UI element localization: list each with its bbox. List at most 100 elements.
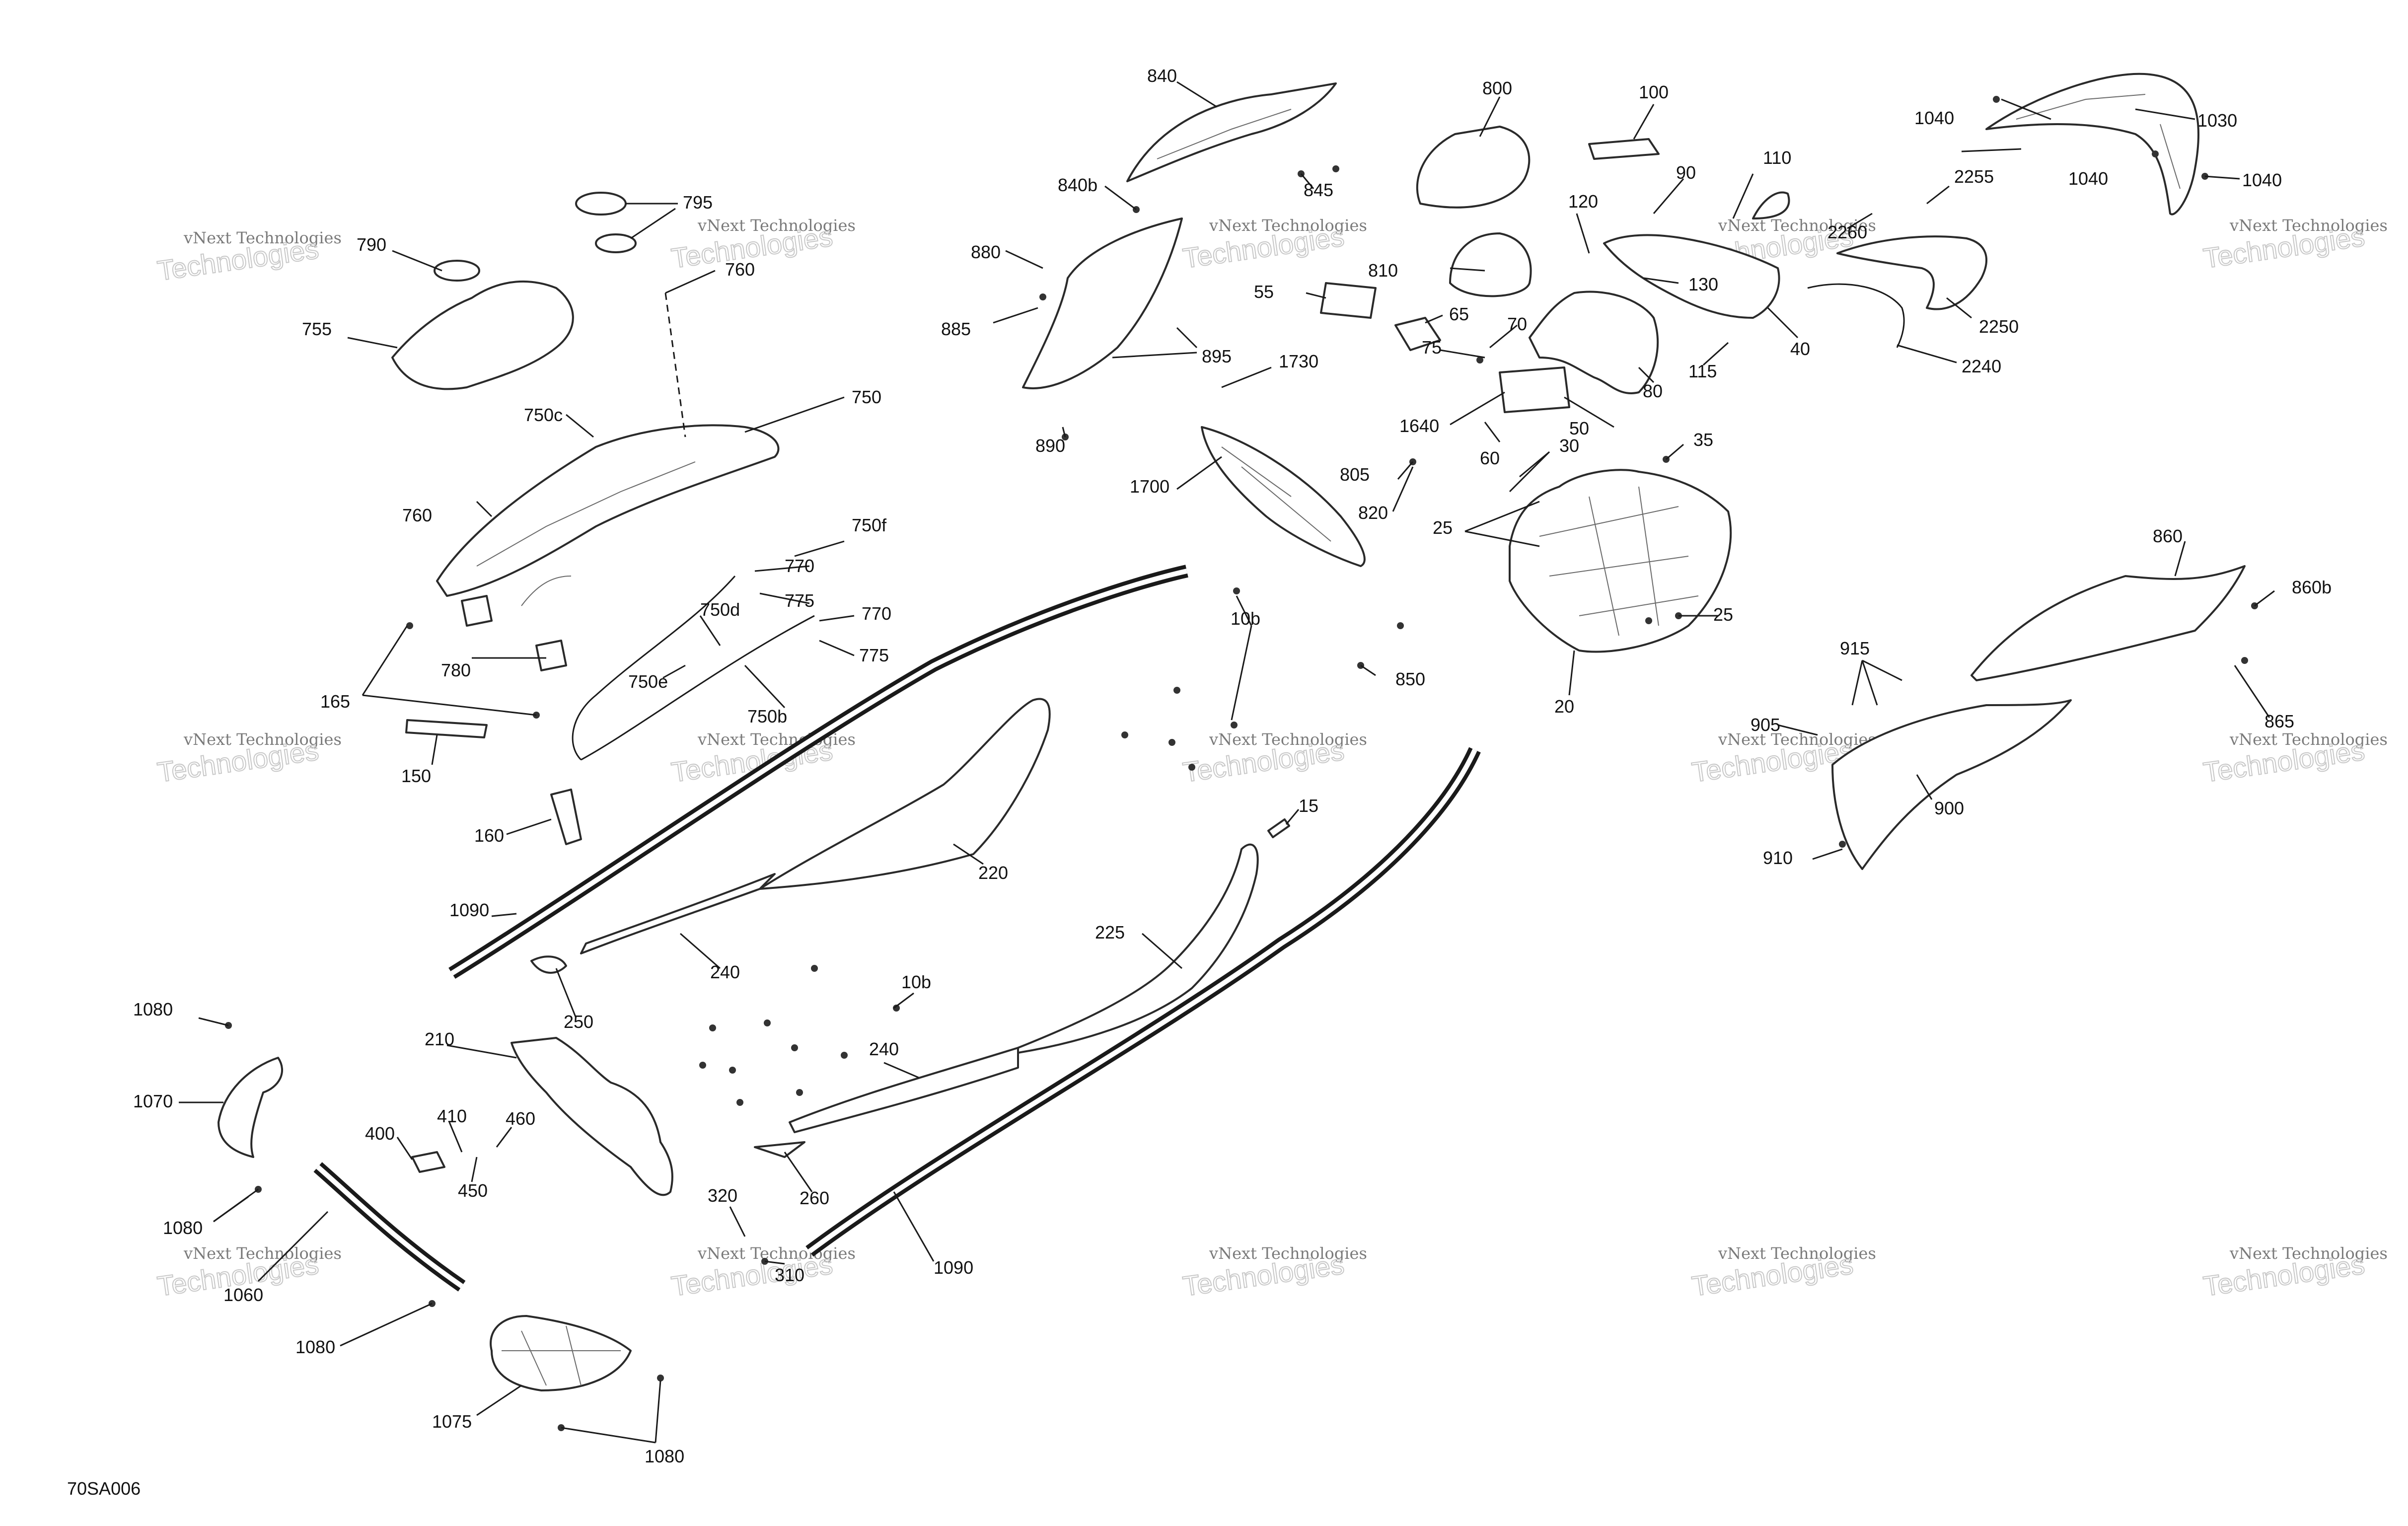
fastener-icon xyxy=(841,1052,848,1059)
callout-1030: 1030 xyxy=(2197,110,2237,131)
callout-1070: 1070 xyxy=(133,1091,173,1111)
leader-line xyxy=(1104,185,1137,211)
part-1700-shape xyxy=(1201,426,1366,567)
leader-line xyxy=(1946,297,1972,319)
leader-line xyxy=(1702,342,1729,366)
callout-895: 895 xyxy=(1202,346,1232,366)
leader-line xyxy=(655,1380,661,1443)
watermark-text: vNext Technologies xyxy=(1718,1244,1876,1263)
fastener-icon xyxy=(796,1089,803,1096)
part-750-detail xyxy=(476,461,696,606)
leader-line xyxy=(476,1384,522,1416)
leader-line xyxy=(362,625,408,696)
leader-line xyxy=(1112,352,1197,359)
leader-line xyxy=(2234,665,2270,718)
leader-line xyxy=(1300,173,1314,189)
fastener-icon xyxy=(791,1044,798,1051)
leader-line xyxy=(1916,774,1933,800)
strip-750b xyxy=(572,576,815,761)
callout-820: 820 xyxy=(1358,503,1388,523)
part-810-shape xyxy=(1449,232,1532,297)
callout-90: 90 xyxy=(1676,162,1696,183)
leader-line xyxy=(1862,659,1902,681)
fastener-icon xyxy=(1121,731,1128,738)
figure-code: 70SA006 xyxy=(67,1478,141,1499)
callout-760-a: 760 xyxy=(725,259,755,280)
watermark-text: vNext Technologies xyxy=(183,228,342,247)
fastener-icon xyxy=(2241,657,2248,664)
callout-775-a: 775 xyxy=(785,590,814,611)
callout-1080-d: 1080 xyxy=(645,1446,684,1466)
callout-840b: 840b xyxy=(1058,175,1097,195)
leader-line xyxy=(1484,422,1501,442)
fastener-icon xyxy=(699,1062,706,1069)
watermark: vNext Technologies Technologies xyxy=(2201,1244,2388,1303)
leader-line xyxy=(340,1303,433,1347)
leader-line xyxy=(1142,933,1182,969)
part-160-shape xyxy=(550,789,582,845)
part-780b-shape xyxy=(535,640,567,671)
leader-line xyxy=(953,843,984,865)
callout-1080-c: 1080 xyxy=(295,1337,335,1357)
callout-50: 50 xyxy=(1569,418,1589,438)
callout-755: 755 xyxy=(302,319,332,339)
leader-line xyxy=(883,1062,919,1079)
part-65-shape xyxy=(1394,317,1441,351)
leader-line xyxy=(2174,541,2186,577)
callout-55: 55 xyxy=(1254,282,1274,302)
callout-1700: 1700 xyxy=(1130,476,1169,497)
callout-1080-a: 1080 xyxy=(133,999,173,1019)
callout-310: 310 xyxy=(775,1265,804,1285)
fastener-icon xyxy=(1839,841,1846,848)
watermark-text: vNext Technologies xyxy=(697,1244,856,1263)
watermark-text: vNext Technologies xyxy=(1718,730,1876,749)
callout-1090-b: 1090 xyxy=(934,1257,973,1278)
fastener-icon xyxy=(736,1099,743,1106)
watermark: vNext Technologies Technologies xyxy=(669,1244,856,1303)
part-840-detail xyxy=(1157,109,1292,159)
part-755-shape xyxy=(391,280,574,390)
part-800-shape xyxy=(1416,126,1531,209)
leader-line xyxy=(1062,427,1066,437)
part-15-shape xyxy=(1267,818,1290,839)
callout-60: 60 xyxy=(1480,448,1500,468)
leader-line xyxy=(744,396,845,433)
leader-line xyxy=(448,1122,463,1153)
leader-line xyxy=(1005,250,1043,269)
callout-30: 30 xyxy=(1559,436,1579,456)
fastener-icon xyxy=(1476,357,1483,363)
leader-line xyxy=(1231,625,1252,721)
fastener-icon xyxy=(893,1005,900,1012)
strip-1090-lower-inner xyxy=(808,748,1477,1254)
leader-line xyxy=(1176,81,1217,108)
watermark: vNext Technologies Technologies xyxy=(1180,1244,1367,1303)
leader-line xyxy=(794,540,845,557)
leader-line xyxy=(1638,366,1655,383)
part-2240-shape xyxy=(1807,283,1905,348)
part-80-shape xyxy=(1529,291,1659,394)
callout-885: 885 xyxy=(941,319,971,339)
part-20-shape xyxy=(1509,469,1732,653)
fastener-icon xyxy=(1397,622,1404,629)
leader-line xyxy=(1489,324,1518,349)
leader-line xyxy=(993,307,1038,324)
leader-line xyxy=(1464,501,1540,532)
callout-25-b: 25 xyxy=(1713,604,1733,625)
trim-strips xyxy=(313,565,1481,1292)
part-840-shape xyxy=(1126,82,1337,182)
part-780-shape xyxy=(461,595,493,627)
leader-line xyxy=(754,565,810,572)
leader-line xyxy=(630,208,676,239)
leader-line xyxy=(1961,148,2022,152)
part-110-shape xyxy=(1752,191,1790,219)
callout-1075: 1075 xyxy=(432,1411,472,1432)
callout-910: 910 xyxy=(1763,848,1793,868)
watermark-text: vNext Technologies xyxy=(697,216,856,235)
part-1070-shape xyxy=(218,1057,284,1158)
callout-2240: 2240 xyxy=(1962,356,2001,376)
part-2250-shape xyxy=(1836,235,1987,310)
part-130-shape xyxy=(1603,234,1780,319)
leader-line xyxy=(893,1191,935,1262)
callout-150: 150 xyxy=(401,766,431,786)
leader-line xyxy=(506,818,552,835)
